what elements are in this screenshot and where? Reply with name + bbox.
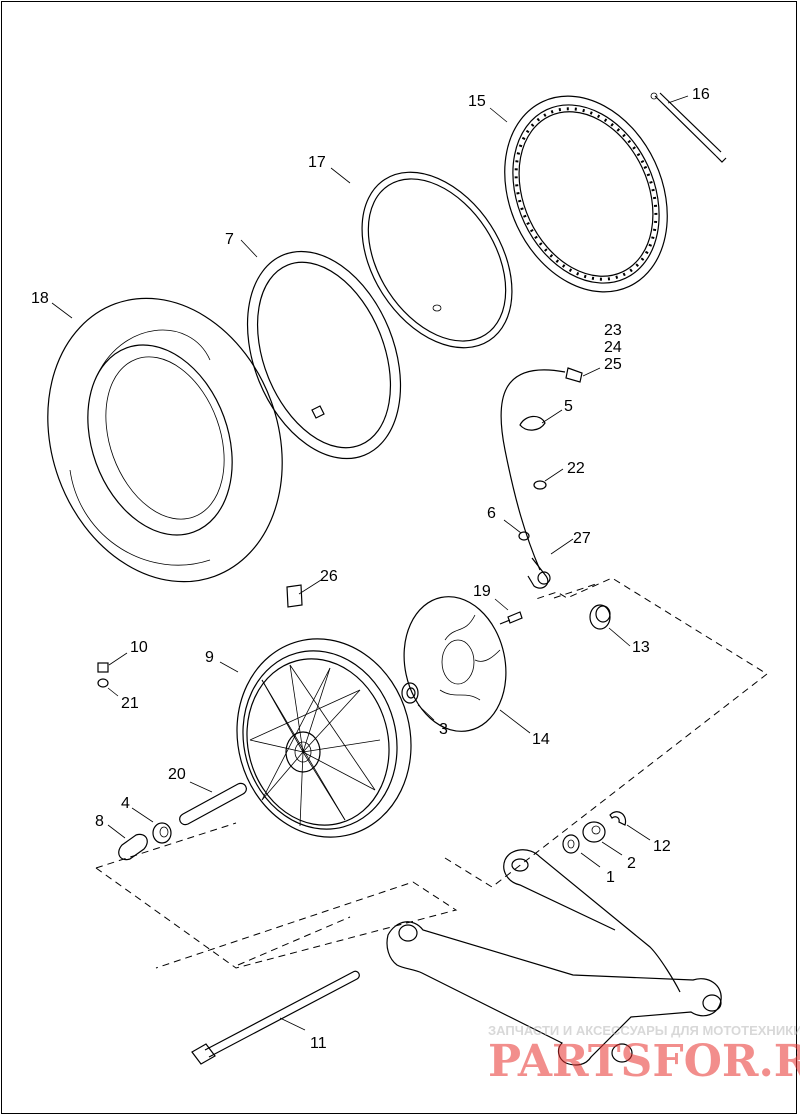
callout-19: 19 xyxy=(473,583,491,600)
watermark-brand: PARTSFOR.RU xyxy=(488,1036,800,1087)
spoke xyxy=(650,92,727,163)
sensor-cable xyxy=(500,367,583,589)
watermark: ЗАПЧАСТИ И АКСЕССУАРЫ ДЛЯ МОТОТЕХНИКИ PA… xyxy=(488,1023,800,1087)
callout-26: 26 xyxy=(320,568,338,585)
callout-17: 17 xyxy=(308,154,326,171)
valve-cap xyxy=(97,662,109,688)
callout-13: 13 xyxy=(632,639,650,656)
callout-11: 11 xyxy=(310,1035,327,1052)
callout-12: 12 xyxy=(653,838,671,855)
axle xyxy=(191,970,360,1065)
callout-3: 3 xyxy=(439,721,448,738)
callout-2: 2 xyxy=(627,855,636,872)
callout-16: 16 xyxy=(692,86,710,103)
rim xyxy=(504,95,668,293)
callout-5: 5 xyxy=(564,398,573,415)
callout-18: 18 xyxy=(31,290,49,307)
callout-10: 10 xyxy=(130,639,148,656)
callout-24: 24 xyxy=(604,339,622,356)
rotor-bolt xyxy=(499,611,523,625)
callout-1: 1 xyxy=(606,869,615,886)
watermark-tagline: ЗАПЧАСТИ И АКСЕССУАРЫ ДЛЯ МОТОТЕХНИКИ xyxy=(488,1023,800,1038)
inner-tube xyxy=(246,250,402,460)
callout-23: 23 xyxy=(604,322,622,339)
washer-1 xyxy=(562,834,580,854)
callout-8: 8 xyxy=(95,813,104,830)
callout-6: 6 xyxy=(487,505,496,522)
callout-21: 21 xyxy=(121,695,139,712)
callout-labels: 1 2 3 4 5 6 7 8 9 10 11 12 13 14 15 16 1… xyxy=(31,86,710,1052)
bearing-4 xyxy=(152,822,172,844)
rim-strip xyxy=(361,171,513,349)
callout-14: 14 xyxy=(532,731,550,748)
spoked-wheel xyxy=(236,638,412,838)
callout-4: 4 xyxy=(121,795,130,812)
callout-9: 9 xyxy=(205,649,214,666)
swingarm xyxy=(386,849,722,1066)
axle-spacer xyxy=(179,782,247,826)
assembly-guide-lines xyxy=(95,577,768,969)
label-part xyxy=(286,584,303,608)
callout-20: 20 xyxy=(168,766,186,783)
tire xyxy=(47,297,283,583)
axle-adjuster xyxy=(582,821,606,843)
bearing-3 xyxy=(401,682,419,704)
callout-22: 22 xyxy=(567,460,585,477)
spacer xyxy=(589,604,611,630)
callout-15: 15 xyxy=(468,93,486,110)
callout-27: 27 xyxy=(573,530,591,547)
spacer-8 xyxy=(118,833,148,861)
brake-rotor xyxy=(403,596,507,732)
callout-7: 7 xyxy=(225,231,234,248)
callout-25: 25 xyxy=(604,356,622,373)
leader-lines xyxy=(51,95,689,1031)
retaining-clip xyxy=(609,811,627,826)
